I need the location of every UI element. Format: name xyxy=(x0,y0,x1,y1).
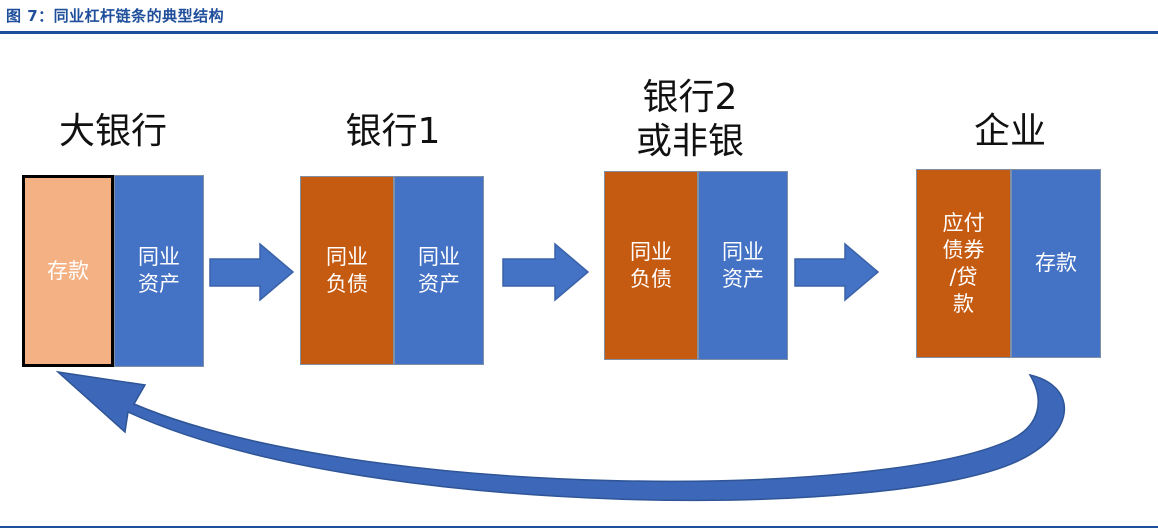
bank2-title-line-1: 银行2 xyxy=(642,77,738,118)
bank2-liability-line-1: 同业 xyxy=(630,239,672,264)
bank1-interbank-asset-box: 同业 资产 xyxy=(394,176,484,365)
figure-caption: 图 7：同业杠杆链条的典型结构 xyxy=(6,7,225,25)
bank2-liability-line-2: 负债 xyxy=(630,266,672,291)
enterprise-title: 企业 xyxy=(973,111,1046,152)
bottom-rule xyxy=(0,526,1158,528)
enterprise-deposit-label: 存款 xyxy=(1035,251,1077,275)
enterprise-liability-line-4: 款 xyxy=(953,291,974,316)
bank1-liability-line-2: 负债 xyxy=(326,271,368,296)
bank1-interbank-liability-box: 同业 负债 xyxy=(300,176,394,365)
big-bank-deposit-box: 存款 xyxy=(22,175,114,367)
bank2-asset-line-1: 同业 xyxy=(722,239,764,264)
bank2-interbank-liability-box: 同业 负债 xyxy=(604,171,698,360)
enterprise-liability-line-2: 债券 xyxy=(942,237,985,262)
big-bank-asset-line-2: 资产 xyxy=(138,272,180,296)
arrow-right-3 xyxy=(794,242,880,302)
bank1-title: 银行1 xyxy=(345,111,441,152)
big-bank-title: 大银行 xyxy=(58,111,167,152)
bank1-liability-line-1: 同业 xyxy=(326,244,368,269)
bank1-asset-line-2: 资产 xyxy=(418,271,460,296)
big-bank-asset-line-1: 同业 xyxy=(138,245,180,269)
enterprise-liability-box: 应付 债券 /贷 款 xyxy=(916,169,1011,358)
big-bank-interbank-asset-box: 同业 资产 xyxy=(114,175,204,367)
bank2-asset-line-2: 资产 xyxy=(722,266,764,291)
enterprise-deposit-box: 存款 xyxy=(1011,169,1101,358)
top-rule xyxy=(0,31,1158,34)
big-bank-deposit-label: 存款 xyxy=(47,258,89,283)
arrow-right-2 xyxy=(502,242,590,302)
arrow-right-1 xyxy=(209,242,295,302)
bank2-title-line-2: 或非银 xyxy=(635,121,744,162)
bank2-interbank-asset-box: 同业 资产 xyxy=(698,171,788,360)
enterprise-liability-line-1: 应付 xyxy=(942,210,985,235)
bank1-asset-line-1: 同业 xyxy=(418,244,460,269)
bank2-title: 银行2 或非银 xyxy=(610,76,770,164)
enterprise-liability-line-3: /贷 xyxy=(949,264,978,289)
curved-return-arrow xyxy=(55,370,1066,502)
